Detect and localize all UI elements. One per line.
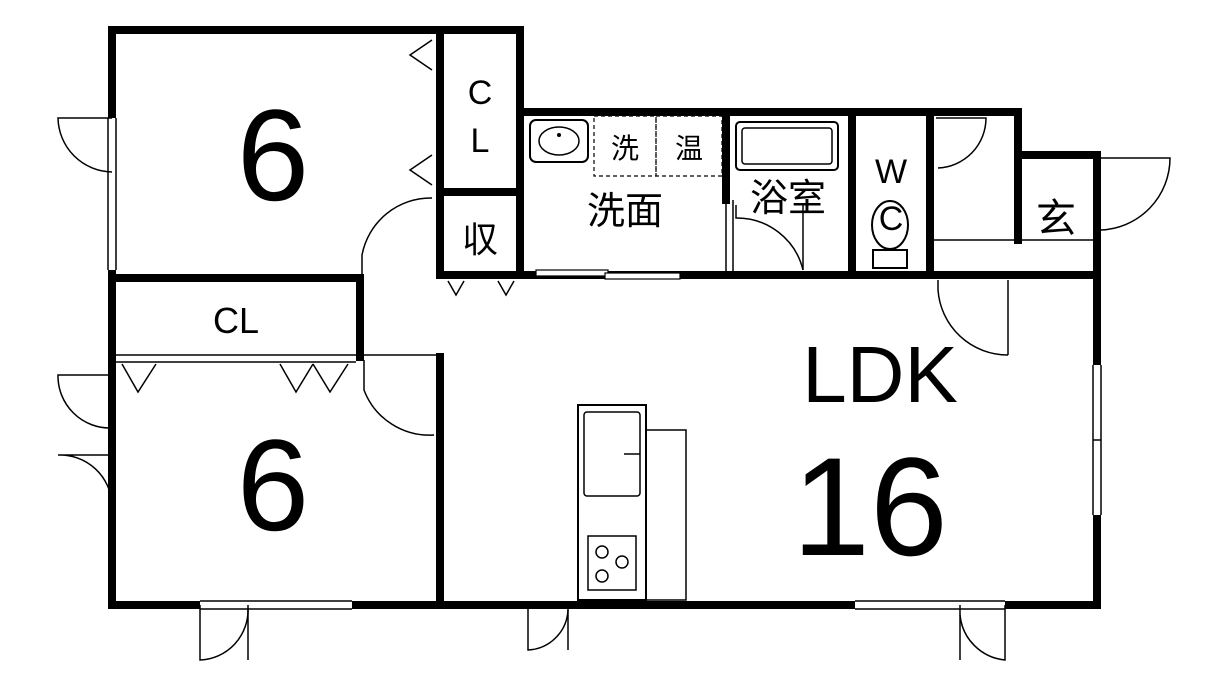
wc-w-label: W xyxy=(875,153,907,191)
washroom-label: 洗面 xyxy=(587,189,663,233)
washer-label: 洗 xyxy=(611,132,639,165)
toilet xyxy=(871,200,909,269)
thin-partitions xyxy=(116,200,1093,363)
ldk-size-label: 16 xyxy=(792,428,948,585)
washer-area xyxy=(593,115,657,177)
fixtures xyxy=(529,115,909,601)
room1-size-label: 6 xyxy=(237,82,309,228)
water-heater-label: 温 xyxy=(675,132,703,165)
ldk-label: LDK xyxy=(802,330,958,419)
doors xyxy=(57,39,1171,661)
closet-wide-label: CL xyxy=(213,300,259,341)
storage-label: 収 xyxy=(462,220,498,261)
closet-c-label: C xyxy=(468,74,493,112)
bathtub xyxy=(735,121,839,171)
closet-l-label: L xyxy=(471,122,490,160)
room2-size-label: 6 xyxy=(237,412,309,558)
wash-basin xyxy=(529,119,589,163)
wc-c-label: C xyxy=(879,200,904,238)
bathroom-label: 浴室 xyxy=(750,176,826,220)
labels: 6 6 LDK 16 C L CL 収 洗面 洗 温 浴室 W C 玄 xyxy=(213,74,1076,585)
kitchen-counter xyxy=(577,404,687,601)
windows xyxy=(106,118,1103,611)
entrance-label: 玄 xyxy=(1036,196,1076,242)
